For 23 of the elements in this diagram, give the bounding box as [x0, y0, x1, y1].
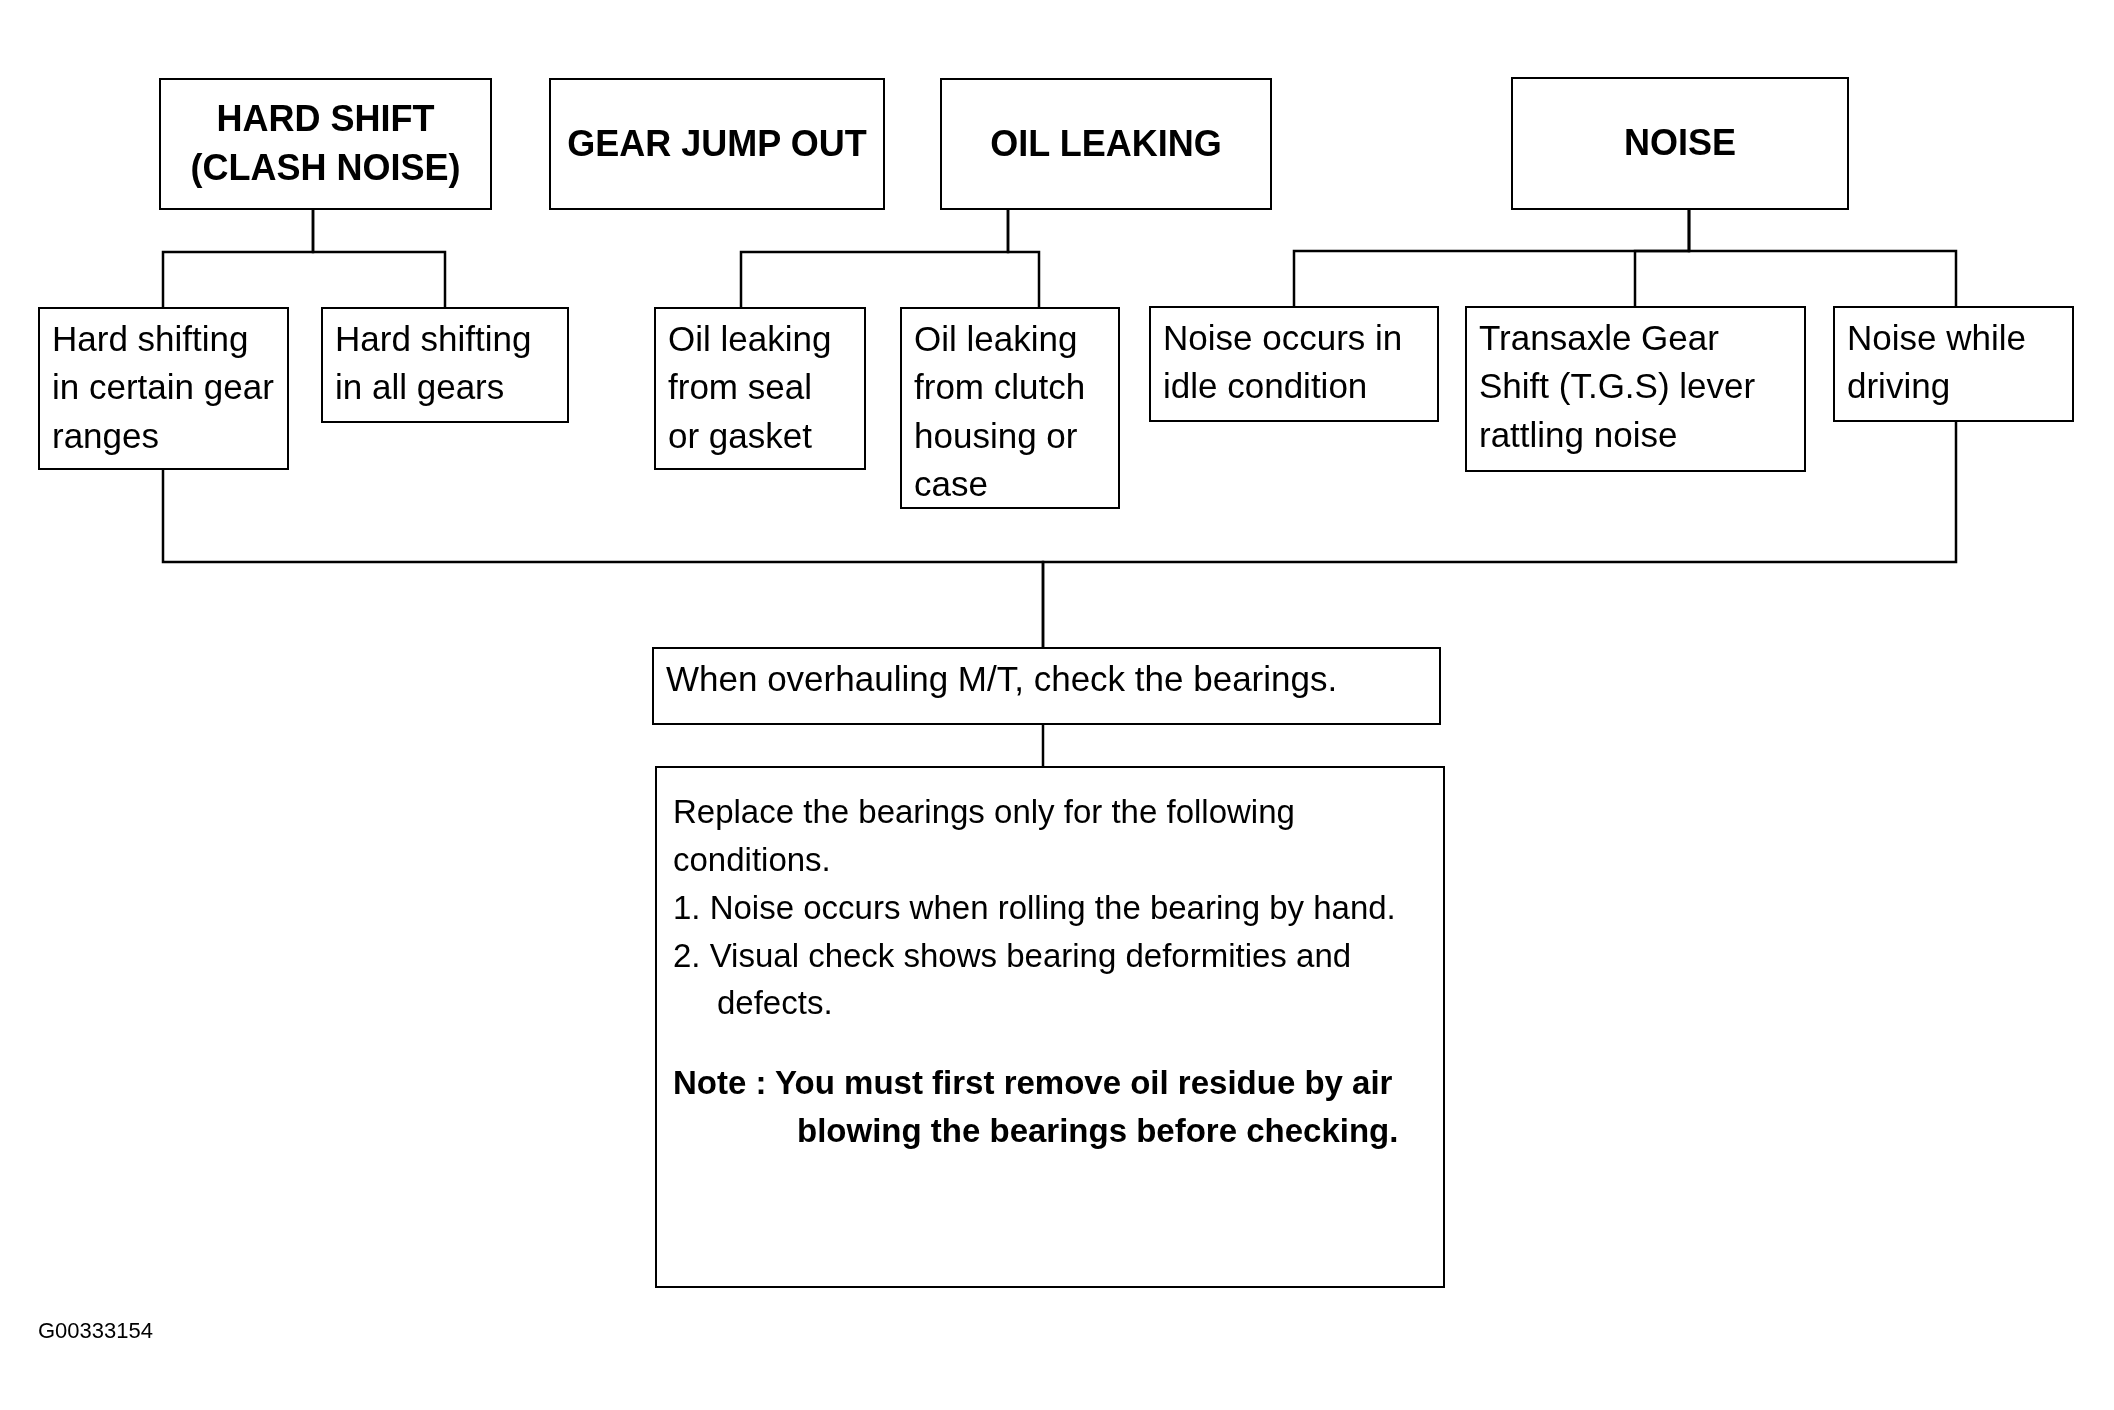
connector-line — [1687, 210, 1958, 306]
list-item: 1. Noise occurs when rolling the bearing by hand. — [673, 887, 1397, 928]
figure-id: G00333154 — [38, 1318, 153, 1344]
symptom-box: Noise occurs in idle condition — [1149, 306, 1439, 422]
symptom-box: Transaxle Gear Shift (T.G.S) lever rattling noise — [1465, 306, 1806, 472]
connector-line — [1041, 422, 1958, 647]
symptom-box: Oil leaking from seal or gasket — [654, 307, 866, 470]
symptom-box: Noise while driving — [1833, 306, 2074, 422]
note-text: Note : You must first remove oil residue by air blowing the bearings before checking. — [673, 1063, 1400, 1152]
list-item: 2. Visual check shows bearing deformities and defects. — [673, 935, 1353, 1024]
category-box: HARD SHIFT (CLASH NOISE) — [159, 78, 492, 210]
connector-line — [1006, 210, 1041, 307]
connector-line — [1041, 725, 1045, 766]
symptom-box: When overhauling M/T, check the bearings. — [652, 647, 1441, 725]
category-box: GEAR JUMP OUT — [549, 78, 885, 210]
symptom-box: Oil leaking from clutch housing or case — [900, 307, 1120, 509]
instruction-box — [655, 766, 1445, 1288]
instruction-text: Replace the bearings only for the following conditions. — [673, 792, 1296, 880]
symptom-box: Hard shifting in certain gear ranges — [38, 307, 289, 470]
category-box: NOISE — [1511, 77, 1849, 210]
category-box: OIL LEAKING — [940, 78, 1272, 210]
symptom-box: Hard shifting in all gears — [321, 307, 569, 423]
connector-line — [311, 210, 447, 307]
